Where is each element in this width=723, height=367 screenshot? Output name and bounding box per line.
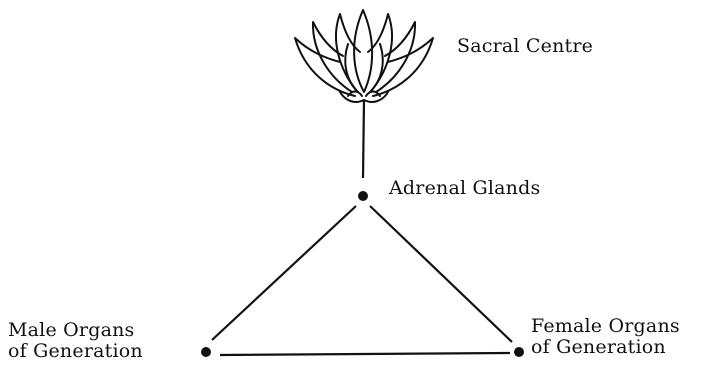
lotus-flower-icon — [295, 10, 433, 102]
sacral-centre-label: Sacral Centre — [457, 36, 593, 57]
male-organs-label: Male Organs of Generation — [8, 320, 143, 362]
male-node — [201, 347, 211, 357]
adrenal-glands-label: Adrenal Glands — [389, 178, 540, 199]
adrenal-node — [358, 191, 368, 201]
male-organs-label-line1: Male Organs — [8, 320, 143, 341]
stem-line — [363, 100, 364, 178]
edge-adrenal-female — [370, 206, 512, 342]
male-organs-label-line2: of Generation — [8, 341, 143, 362]
edge-adrenal-male — [212, 206, 356, 340]
female-organs-label-line1: Female Organs — [531, 316, 680, 337]
edge-male-female — [220, 353, 510, 355]
female-node — [514, 347, 524, 357]
female-organs-label: Female Organs of Generation — [531, 316, 680, 358]
female-organs-label-line2: of Generation — [531, 337, 680, 358]
